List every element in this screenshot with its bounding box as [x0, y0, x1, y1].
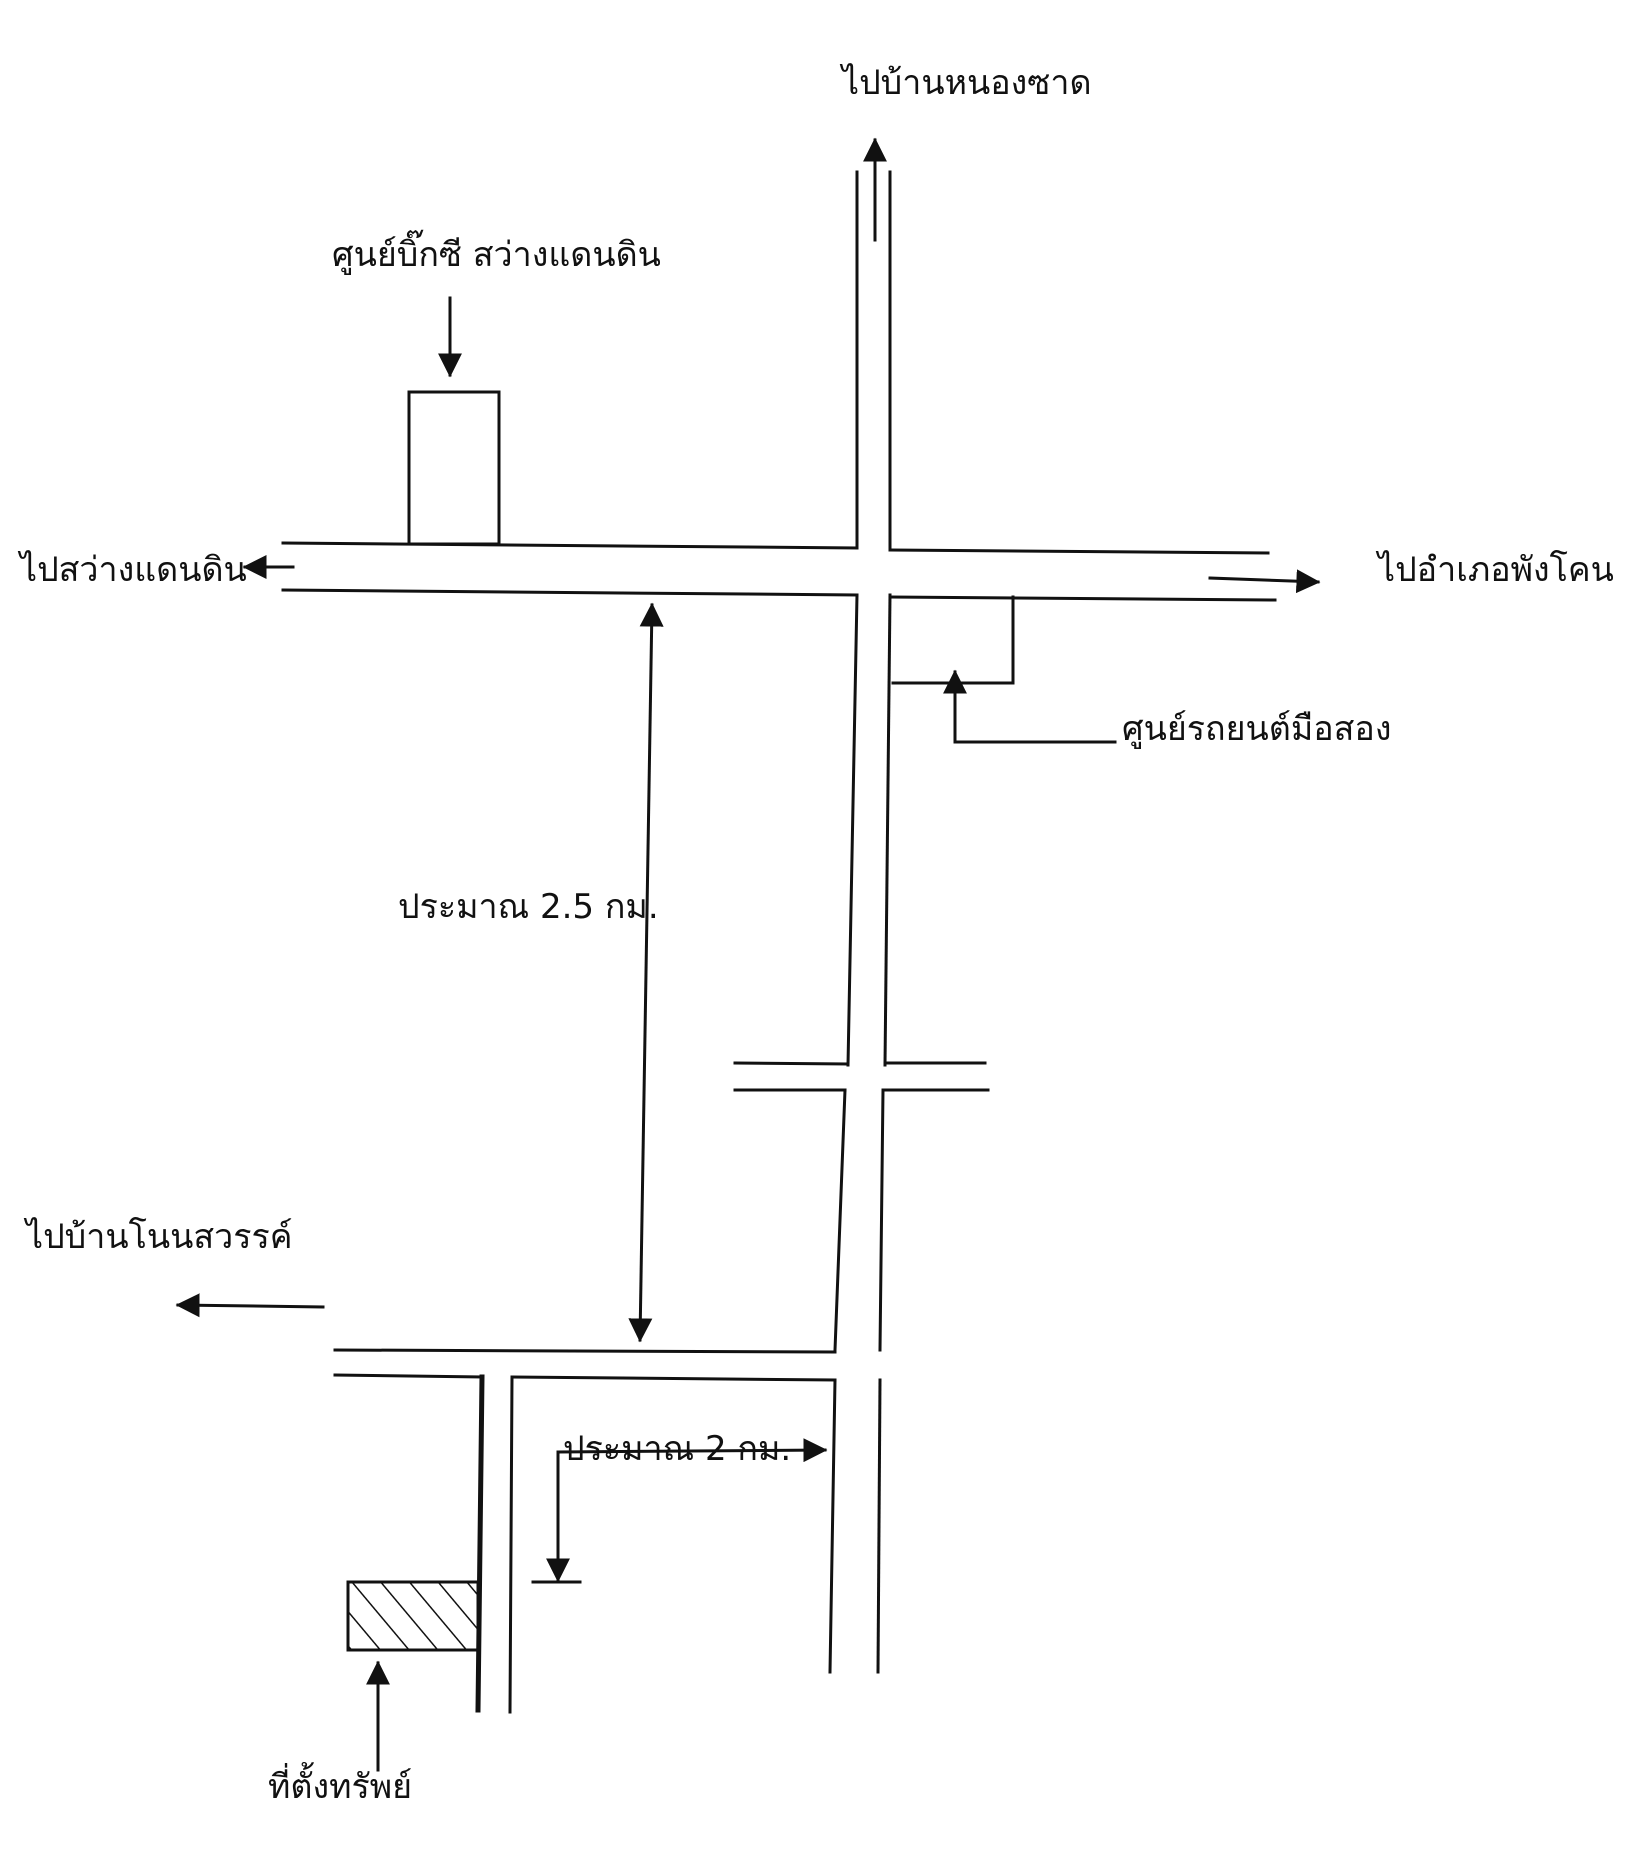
label-used-car-center: ศูนย์รถยนต์มือสอง [1122, 709, 1392, 749]
highway-east-west [281, 541, 1277, 602]
east-arrow [1208, 569, 1321, 594]
distance-measure-side [546, 1438, 828, 1583]
distance-measure-main [628, 602, 664, 1343]
label-big-c: ศูนย์บิ๊กซี สว่างแดนดิน [332, 235, 661, 275]
property-hatched-block [346, 1580, 480, 1652]
cross-road [733, 1061, 990, 1092]
label-east-destination: ไปอำเภอพังโคน [1378, 550, 1614, 590]
label-distance-main-road: ประมาณ 2.5 กม. [398, 887, 659, 927]
label-southwest-destination: ไปบ้านโนนสวรรค์ [26, 1217, 293, 1257]
label-property-location: ที่ตั้งทรัพย์ [268, 1767, 413, 1807]
label-distance-side-road: ประมาณ 2 กม. [563, 1429, 792, 1469]
side-road-south [333, 1348, 837, 1714]
label-north-destination: ไปบ้านหนองซาด [842, 63, 1092, 103]
main-road-north-south [828, 170, 892, 1674]
southwest-arrow [175, 1293, 325, 1318]
used-car-center-outline [891, 595, 1015, 685]
label-west-destination: ไปสว่างแดนดิน [20, 550, 247, 590]
big-c-building [407, 390, 501, 546]
used-car-pointer-arrow [943, 669, 1117, 744]
